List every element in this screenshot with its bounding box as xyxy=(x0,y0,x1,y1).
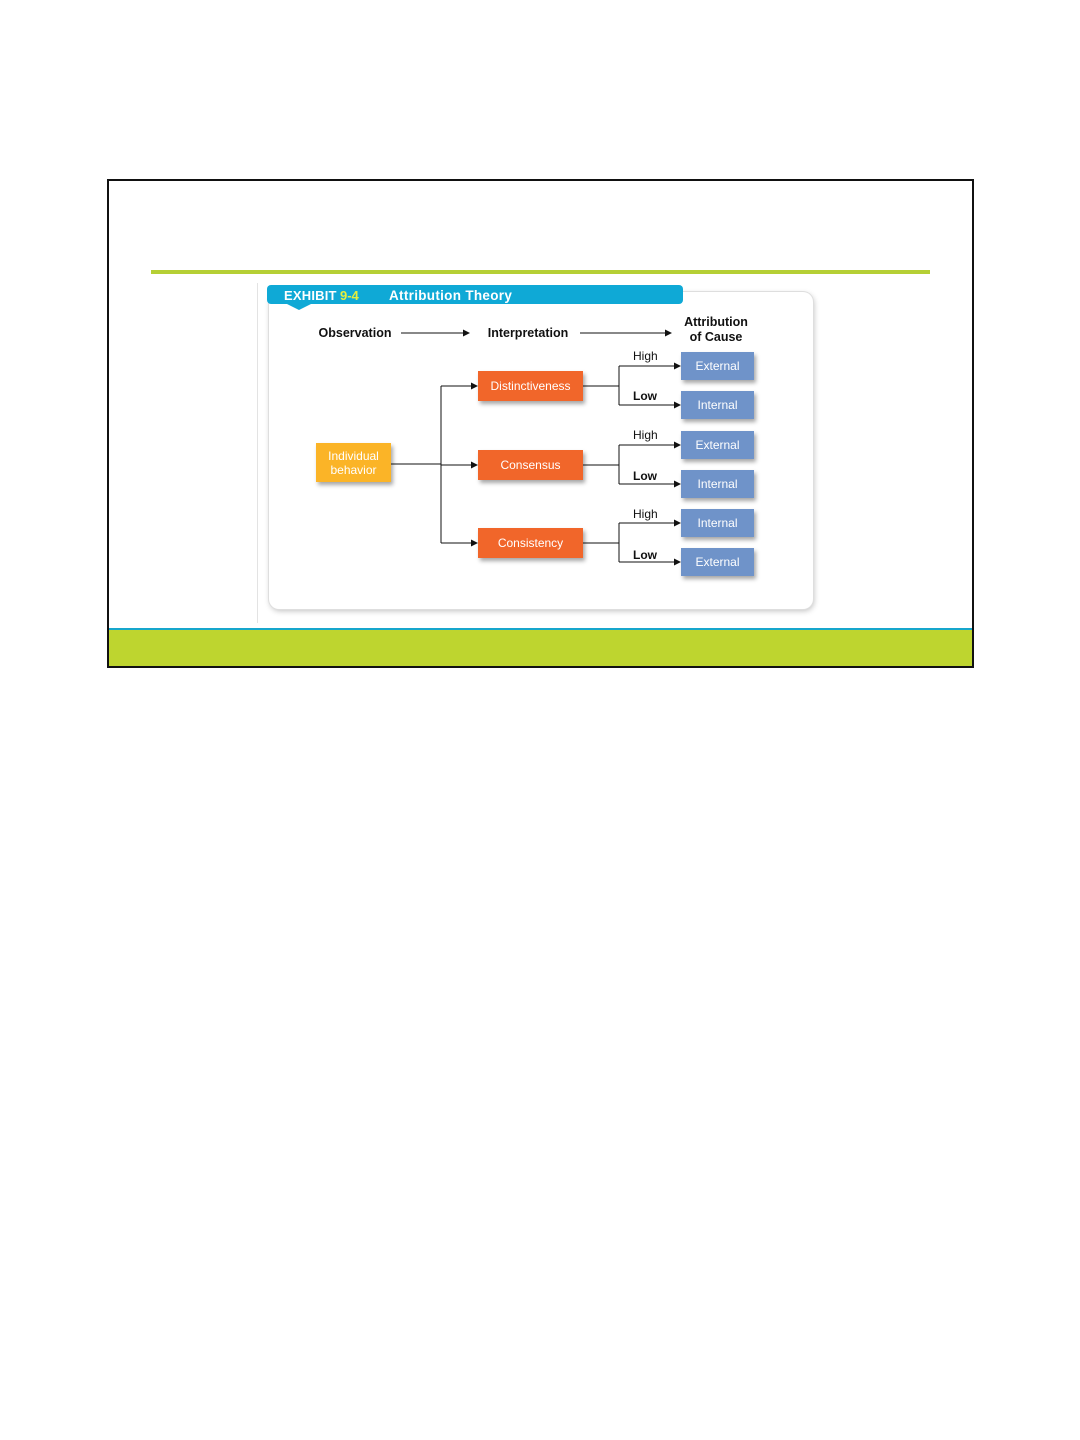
node-distinctiveness: Distinctiveness xyxy=(478,371,583,401)
node-consensus: Consensus xyxy=(478,450,583,480)
result-node: External xyxy=(681,548,754,576)
node-consistency: Consistency xyxy=(478,528,583,558)
result-node: Internal xyxy=(681,470,754,498)
branch-label-high: High xyxy=(633,428,658,442)
branch-label-high: High xyxy=(633,507,658,521)
slide: EXHIBIT 9-4 Attribution Theory Observati… xyxy=(107,179,974,668)
branch-label-low: Low xyxy=(633,469,657,483)
branch-label-low: Low xyxy=(633,548,657,562)
footer-band xyxy=(109,628,972,668)
connector-lines xyxy=(109,181,972,666)
result-node: External xyxy=(681,431,754,459)
branch-label-low: Low xyxy=(633,389,657,403)
result-node: Internal xyxy=(681,391,754,419)
branch-label-high: High xyxy=(633,349,658,363)
result-node: Internal xyxy=(681,509,754,537)
result-node: External xyxy=(681,352,754,380)
node-individual-behavior: Individual behavior xyxy=(316,443,391,482)
